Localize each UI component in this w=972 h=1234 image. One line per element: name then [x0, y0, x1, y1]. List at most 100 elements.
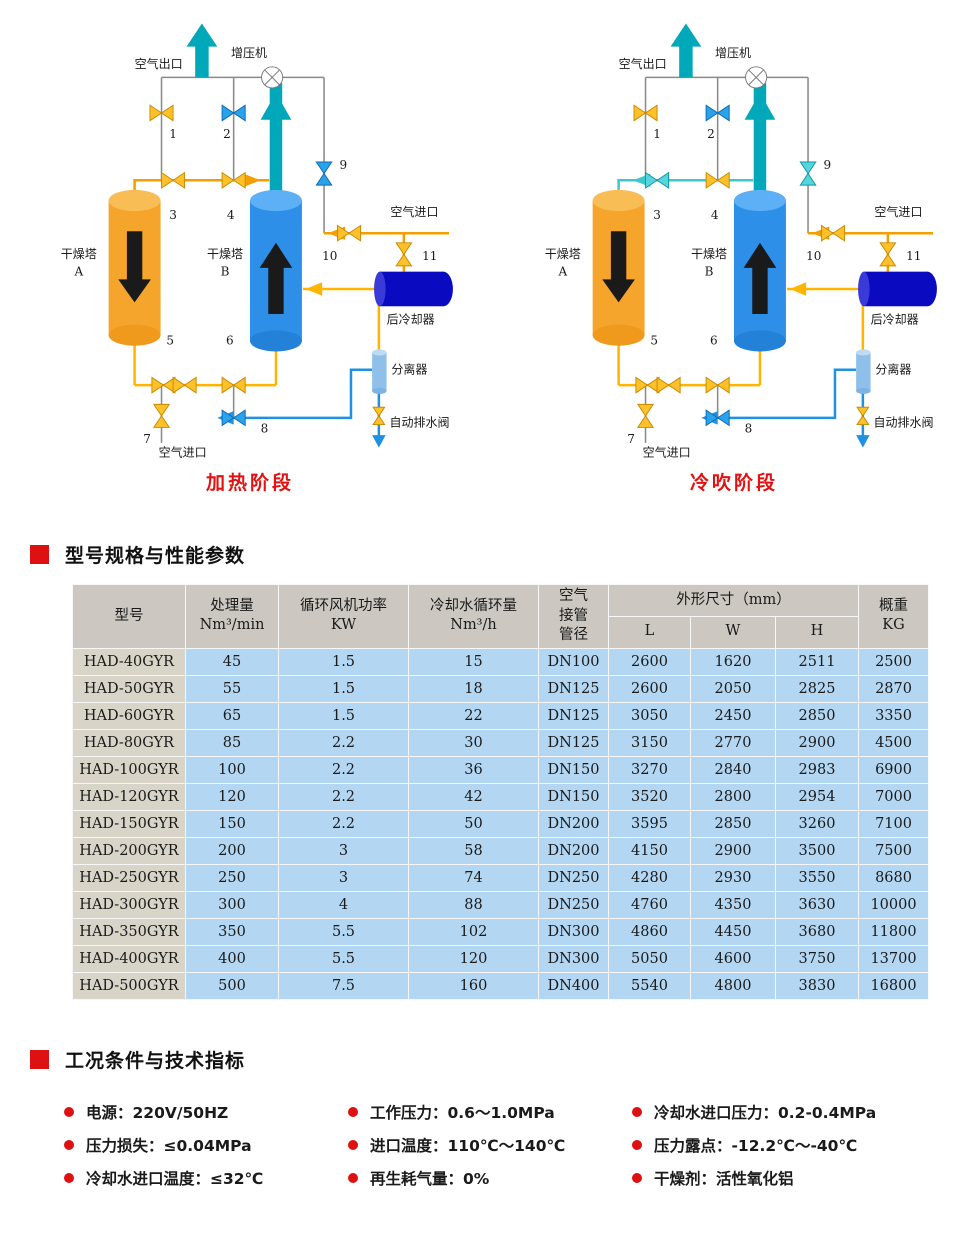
separator [856, 349, 871, 394]
valve-9 [799, 161, 817, 186]
cell-capacity: 300 [185, 890, 279, 919]
table-row: HAD-200GYR 200 3 58 DN200 4150 2900 3500… [72, 836, 930, 865]
diagram-labels: 空气出口 增压机 空气进口 空气进口 干燥塔 A 干燥塔 B 后冷却器 分离器 … [61, 46, 450, 459]
cell-pipe-diameter: DN150 [538, 782, 609, 811]
valve-11-label: 11 [422, 249, 437, 263]
valve-7 [636, 403, 655, 428]
cell-pipe-diameter: DN250 [538, 863, 609, 892]
drying-tower-a [108, 189, 161, 346]
cell-width: 2800 [690, 782, 776, 811]
cell-cooling-water: 58 [408, 836, 539, 865]
booster-icon [261, 66, 284, 89]
booster-label: 增压机 [231, 46, 267, 60]
air-outlet-arrow-icon [670, 23, 702, 78]
cell-fan-power: 3 [278, 863, 409, 892]
valve-3-label: 3 [169, 208, 177, 222]
process-diagrams: 空气出口 增压机 空气进口 空气进口 干燥塔 A 干燥塔 B 后冷却器 分离器 … [0, 10, 972, 495]
cell-height: 3750 [774, 944, 860, 973]
riser-arrow-icon [744, 92, 776, 120]
condition-item: 进口温度：110℃～140℃ [348, 1134, 632, 1156]
booster-label: 增压机 [715, 46, 751, 60]
cell-model: HAD-400GYR [72, 944, 186, 973]
col-header-height: H [774, 615, 860, 649]
exhaust-pipes [670, 23, 776, 201]
col-header-pipe-diameter: 空气 接管 管径 [538, 584, 609, 649]
cell-height: 3500 [774, 836, 860, 865]
conditions-column-1: 电源：220V/50HZ 压力损失：≤0.04MPa 冷却水进口温度：≤32℃ [64, 1101, 348, 1200]
auto-drain-label: 自动排水阀 [873, 415, 933, 429]
valve-8-label: 8 [261, 421, 269, 435]
cell-cooling-water: 50 [408, 809, 539, 838]
cell-height: 3260 [774, 809, 860, 838]
cell-height: 2825 [774, 674, 860, 703]
cell-cooling-water: 42 [408, 782, 539, 811]
table-row: HAD-250GYR 250 3 74 DN250 4280 2930 3550… [72, 863, 930, 892]
cell-pipe-diameter: DN200 [538, 809, 609, 838]
cell-weight: 16800 [858, 971, 930, 1000]
cell-fan-power: 1.5 [278, 701, 409, 730]
auto-drain-valve [372, 406, 386, 426]
cell-weight: 11800 [858, 917, 930, 946]
spec-table-header: 型号 处理量 Nm³/min 循环风机功率 KW 冷却水循环量 Nm³/h 空气… [72, 584, 930, 649]
condition-text: 压力损失：≤0.04MPa [86, 1136, 252, 1155]
cell-fan-power: 5.5 [278, 917, 409, 946]
bullet-dot-icon [64, 1172, 74, 1183]
valve-4 [221, 171, 246, 189]
air-outlet-label: 空气出口 [619, 56, 667, 71]
cell-length: 4860 [608, 917, 691, 946]
air-inlet-top-label: 空气进口 [874, 204, 922, 219]
bullet-dot-icon [348, 1172, 358, 1183]
condition-text: 工作压力：0.6～1.0MPa [370, 1103, 555, 1122]
after-cooler [858, 271, 937, 307]
col-header-weight: 概重 KG [858, 584, 930, 649]
cell-weight: 2870 [858, 674, 930, 703]
cold-blow-stage-drawing: 空气出口 增压机 空气进口 空气进口 干燥塔 A 干燥塔 B 后冷却器 分离器 … [545, 23, 937, 459]
cell-fan-power: 2.2 [278, 782, 409, 811]
cell-length: 4760 [608, 890, 691, 919]
cell-length: 3595 [608, 809, 691, 838]
cell-pipe-diameter: DN100 [538, 647, 609, 676]
booster-icon [745, 66, 768, 89]
valve-5-label: 5 [650, 334, 658, 348]
table-row: HAD-50GYR 55 1.5 18 DN125 2600 2050 2825… [72, 674, 930, 703]
cell-capacity: 120 [185, 782, 279, 811]
condition-text: 冷却水进口压力：0.2-0.4MPa [654, 1103, 877, 1122]
cell-pipe-diameter: DN300 [538, 944, 609, 973]
cell-model: HAD-100GYR [72, 755, 186, 784]
cell-fan-power: 5.5 [278, 944, 409, 973]
valve-10 [821, 224, 846, 242]
valves [149, 104, 413, 428]
condition-text: 进口温度：110℃～140℃ [370, 1136, 566, 1155]
valve-10-label: 10 [322, 249, 337, 263]
col-header-cooling-water: 冷却水循环量 Nm³/h [408, 584, 539, 649]
cell-fan-power: 2.2 [278, 728, 409, 757]
cell-fan-power: 2.2 [278, 809, 409, 838]
table-row: HAD-120GYR 120 2.2 42 DN150 3520 2800 29… [72, 782, 930, 811]
cell-fan-power: 7.5 [278, 971, 409, 1000]
valve-7 [152, 403, 171, 428]
valve-10 [337, 224, 362, 242]
condition-item: 工作压力：0.6～1.0MPa [348, 1101, 632, 1123]
tower-a-sub-label: A [73, 265, 83, 279]
cell-cooling-water: 120 [408, 944, 539, 973]
riser-arrow-icon [260, 92, 292, 120]
valve-3-label: 3 [653, 208, 661, 222]
cell-capacity: 55 [185, 674, 279, 703]
cell-pipe-diameter: DN125 [538, 701, 609, 730]
cell-fan-power: 4 [278, 890, 409, 919]
after-cooler-label: 后冷却器 [871, 313, 919, 327]
cooler-flow-arrow-icon [305, 282, 323, 296]
valve-4-label: 4 [227, 208, 235, 222]
cell-height: 2511 [774, 647, 860, 676]
cell-width: 2770 [690, 728, 776, 757]
separator-label: 分离器 [391, 362, 427, 377]
valve-3 [645, 171, 670, 189]
cell-capacity: 45 [185, 647, 279, 676]
drying-tower-b [734, 189, 786, 352]
bullet-dot-icon [64, 1106, 74, 1117]
air-outlet-arrow-icon [186, 23, 218, 78]
valve-5b [656, 376, 681, 394]
cell-weight: 2500 [858, 647, 930, 676]
diagram-cold-blow-stage: 空气出口 增压机 空气进口 空气进口 干燥塔 A 干燥塔 B 后冷却器 分离器 … [508, 12, 960, 495]
